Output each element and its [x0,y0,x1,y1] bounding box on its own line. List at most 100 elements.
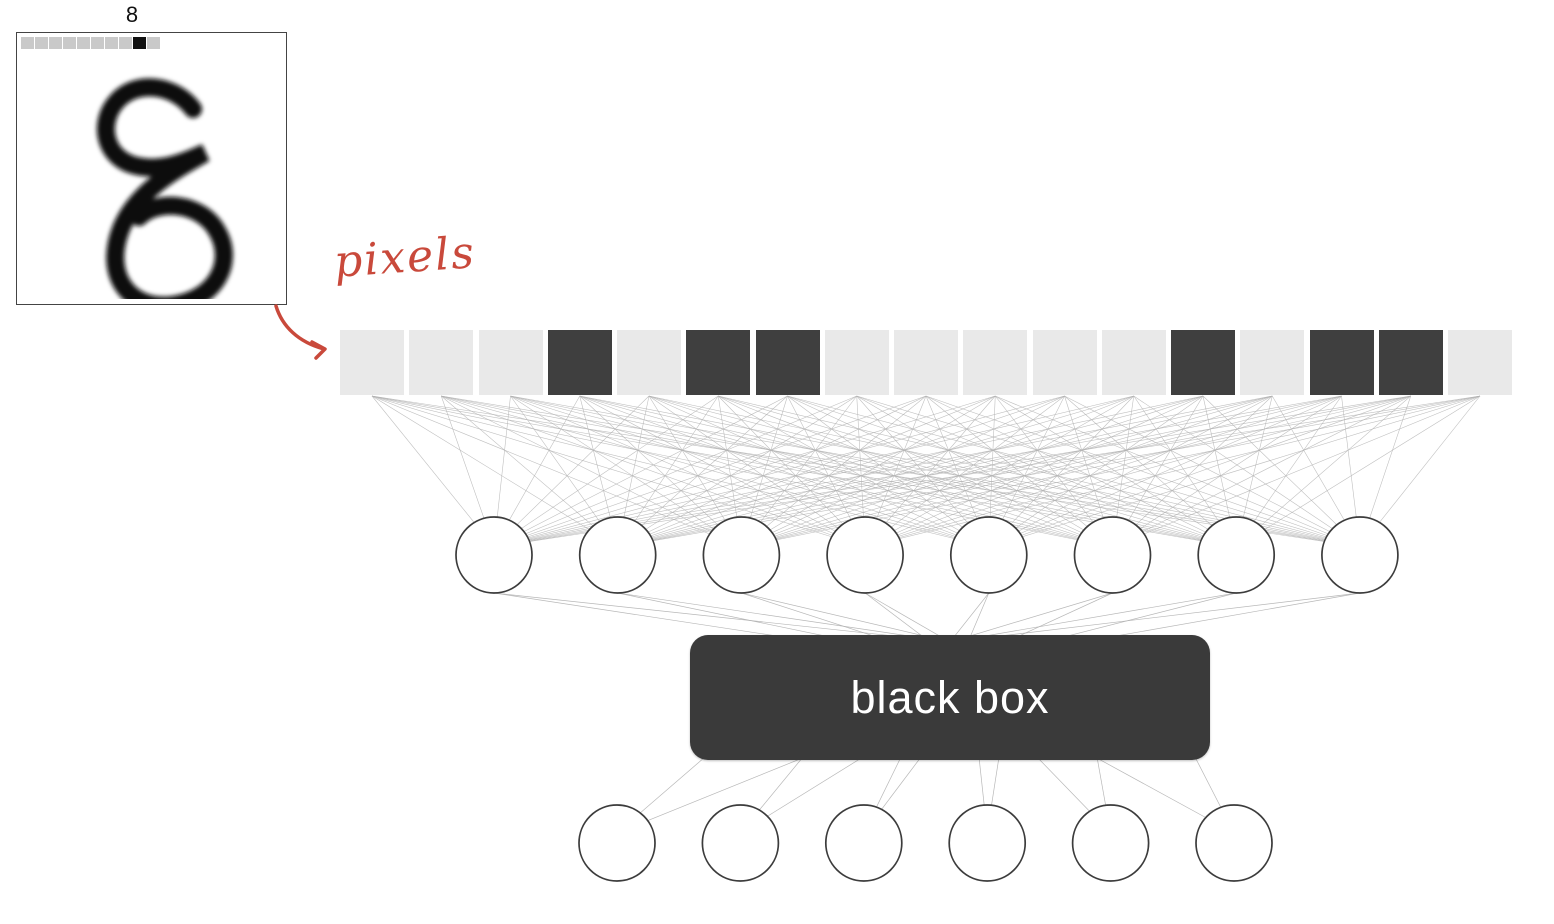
network-edge [1064,395,1237,548]
selector-cell [63,37,76,49]
network-edge [371,395,742,548]
digit-image [96,78,233,299]
network-edge [1043,592,1237,643]
network-edge [617,592,855,643]
network-edge [865,395,1411,548]
black-box: black box [690,635,1210,760]
pixel-cell-dark [1171,330,1235,395]
network-edge [493,395,1411,548]
network-edge [856,395,1360,548]
network-edge [1202,395,1361,548]
pixel-cell-light [824,330,889,395]
pixel-cell-dark [1309,330,1374,395]
network-edge [925,395,1237,548]
pixel-row [340,330,1512,395]
selector-cell [119,37,132,49]
selector-cell [49,37,62,49]
network-edge [864,395,1204,548]
network-edge [949,592,1360,643]
hidden-node [1321,516,1399,594]
network-edge [741,592,893,643]
network-edge [617,395,996,548]
network-edge [493,395,719,548]
network-edge [787,395,1113,548]
pixel-cell-dark [1378,330,1443,395]
network-edge [787,395,1360,548]
network-edge [864,592,931,643]
selector-cell [77,37,90,49]
network-edge [864,395,1065,548]
network-edge [988,395,1481,548]
network-edge [510,395,1113,548]
network-edge [741,395,1134,548]
network-edge [787,395,1237,548]
selector-cell [35,37,48,49]
network-edge [718,395,1237,548]
network-edge [493,592,951,643]
output-node [824,804,903,882]
network-edge [493,395,788,548]
pixel-cell-dark [755,330,820,395]
network-edge [493,395,650,548]
output-node [1071,804,1150,882]
network-edge [579,395,1113,548]
network-edge [988,395,1134,548]
annotation-arrow-icon [274,304,327,360]
network-edge [493,592,817,643]
network-edge [741,395,1204,548]
network-edge [741,395,996,548]
black-box-label: black box [850,671,1050,723]
network-edge [1112,395,1481,548]
pixel-cell-light [963,330,1028,395]
pixel-cell-dark [547,330,612,395]
pixel-cell-light [1101,330,1166,395]
output-node [1195,804,1273,882]
network-edge [617,395,927,548]
network-edge [864,395,1134,548]
network-edge [493,395,927,548]
selector-cell [21,37,34,49]
network-edge [864,592,951,643]
pixel-cell-light [1448,330,1512,395]
network-edge [493,395,857,548]
pixel-cell-light [894,330,958,395]
network-edge [967,592,990,643]
network-edge [493,395,1065,548]
network-edge [617,395,1134,548]
selector-cell [147,37,160,49]
network-edge [579,395,989,548]
network-edge [1112,395,1411,548]
network-edge [741,395,1342,548]
network-edge [1005,592,1113,643]
network-edge [441,395,1360,548]
pixel-cell-dark [686,330,751,395]
network-edge [988,395,1342,548]
class-selector-strip [21,37,160,49]
network-edge [741,395,1065,548]
hidden-node [455,516,533,594]
network-edge [371,395,495,548]
network-edge [718,395,1113,548]
network-edge [510,395,989,548]
hidden-node [578,516,657,594]
network-edge [741,395,1273,548]
network-edge [741,395,927,548]
output-node [701,804,780,882]
network-edge [925,395,1360,548]
hidden-node [1197,516,1276,594]
network-edge [949,592,1237,643]
network-edge [371,395,989,548]
network-edge [988,395,1411,548]
network-edge [741,592,951,643]
network-edge [988,395,1273,548]
network-edge [371,395,866,548]
hidden-node [826,516,904,594]
network-edge [1112,395,1342,548]
pixel-cell-light [617,330,681,395]
network-edge [493,395,996,548]
network-edge [648,395,1237,548]
pixel-cell-light [409,330,474,395]
network-edge [988,395,1204,548]
pixel-cell-light [478,330,543,395]
pixel-cell-light [340,330,404,395]
